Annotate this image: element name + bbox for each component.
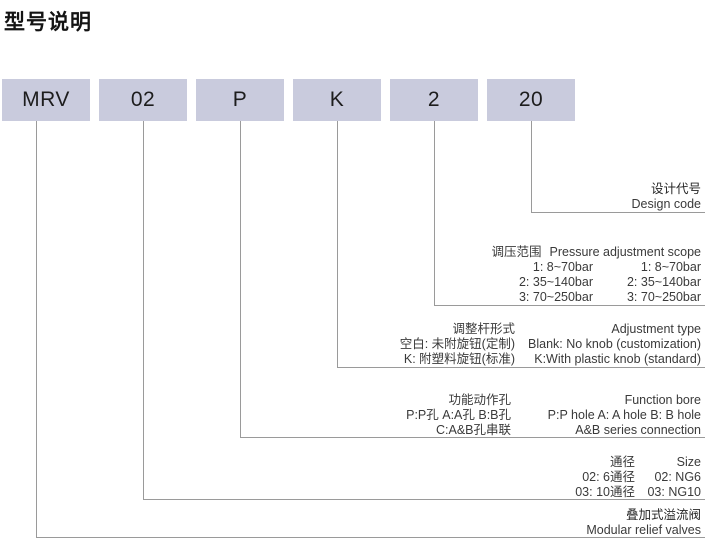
- size-row: 03: 10通径 03: NG10: [575, 485, 701, 500]
- pressure-scope-row: 1: 8~70bar 1: 8~70bar: [423, 260, 701, 275]
- annotation-pressure-scope: 调压范围 Pressure adjustment scope 1: 8~70ba…: [423, 245, 701, 305]
- page-title: 型号说明: [4, 11, 92, 34]
- function-bore-cn-1: P:P孔 A:A孔 B:B孔: [406, 408, 511, 422]
- pressure-scope-row: 3: 70~250bar 3: 70~250bar: [423, 290, 701, 305]
- code-box-series: MRV: [2, 79, 90, 121]
- pressure-scope-en-2: 2: 35~140bar: [626, 275, 701, 289]
- code-box-bore: P: [196, 79, 284, 121]
- size-en: Size: [676, 455, 701, 469]
- pressure-scope-title-row: 调压范围 Pressure adjustment scope: [423, 245, 701, 260]
- adjustment-type-en: Adjustment type: [611, 322, 701, 336]
- adjustment-type-row: K: 附塑料旋钮(标准) K:With plastic knob (standa…: [400, 352, 701, 367]
- adjustment-type-title-row: 调整杆形式 Adjustment type: [400, 322, 701, 337]
- pressure-scope-cn-2: 2: 35~140bar: [518, 275, 593, 289]
- annotation-size: 通径 Size 02: 6通径 02: NG6 03: 10通径 03: NG1…: [575, 455, 701, 500]
- function-bore-title-row: 功能动作孔 Function bore: [406, 393, 701, 408]
- annotation-function-bore: 功能动作孔 Function bore P:P孔 A:A孔 B:B孔 P:P h…: [406, 393, 701, 438]
- product-en: Modular relief valves: [586, 523, 701, 537]
- pressure-scope-row: 2: 35~140bar 2: 35~140bar: [423, 275, 701, 290]
- adjustment-type-cn-1: 空白: 未附旋钮(定制): [399, 337, 515, 351]
- function-bore-cn-2: C:A&B孔串联: [435, 423, 511, 437]
- size-en-2: 03: NG10: [647, 485, 701, 499]
- pressure-scope-en-3: 3: 70~250bar: [626, 290, 701, 304]
- function-bore-row: P:P孔 A:A孔 B:B孔 P:P hole A: A hole B: B h…: [406, 408, 701, 423]
- pressure-scope-en-1: 1: 8~70bar: [640, 260, 701, 274]
- design-code-cn: 设计代号: [650, 182, 701, 196]
- adjustment-type-en-2: K:With plastic knob (standard): [534, 352, 701, 366]
- code-box-size: 02: [99, 79, 187, 121]
- pressure-scope-cn: 调压范围: [491, 245, 542, 259]
- code-box-pressure: 2: [390, 79, 478, 121]
- annotation-adjustment-type: 调整杆形式 Adjustment type 空白: 未附旋钮(定制) Blank…: [400, 322, 701, 367]
- size-row: 02: 6通径 02: NG6: [575, 470, 701, 485]
- pressure-scope-cn-1: 1: 8~70bar: [532, 260, 593, 274]
- size-cn: 通径: [609, 455, 635, 469]
- annotation-product: 叠加式溢流阀 Modular relief valves: [586, 508, 701, 538]
- annotation-design-code: 设计代号 Design code: [632, 182, 702, 212]
- function-bore-cn: 功能动作孔: [448, 393, 511, 407]
- code-box-knob: K: [293, 79, 381, 121]
- function-bore-en-2: A&B series connection: [575, 423, 701, 437]
- function-bore-row: C:A&B孔串联 A&B series connection: [406, 423, 701, 438]
- adjustment-type-cn-2: K: 附塑料旋钮(标准): [403, 352, 515, 366]
- adjustment-type-cn: 调整杆形式: [452, 322, 515, 336]
- adjustment-type-row: 空白: 未附旋钮(定制) Blank: No knob (customizati…: [400, 337, 701, 352]
- function-bore-en: Function bore: [624, 393, 701, 407]
- pressure-scope-en: Pressure adjustment scope: [549, 245, 701, 259]
- size-cn-2: 03: 10通径: [575, 485, 635, 499]
- product-cn: 叠加式溢流阀: [625, 508, 701, 522]
- leader-size: [143, 121, 705, 500]
- code-box-design: 20: [487, 79, 575, 121]
- function-bore-en-1: P:P hole A: A hole B: B hole: [547, 408, 701, 422]
- adjustment-type-en-1: Blank: No knob (customization): [528, 337, 701, 351]
- design-code-en: Design code: [631, 197, 702, 211]
- size-cn-1: 02: 6通径: [582, 470, 635, 484]
- size-title-row: 通径 Size: [575, 455, 701, 470]
- size-en-1: 02: NG6: [654, 470, 701, 484]
- pressure-scope-cn-3: 3: 70~250bar: [518, 290, 593, 304]
